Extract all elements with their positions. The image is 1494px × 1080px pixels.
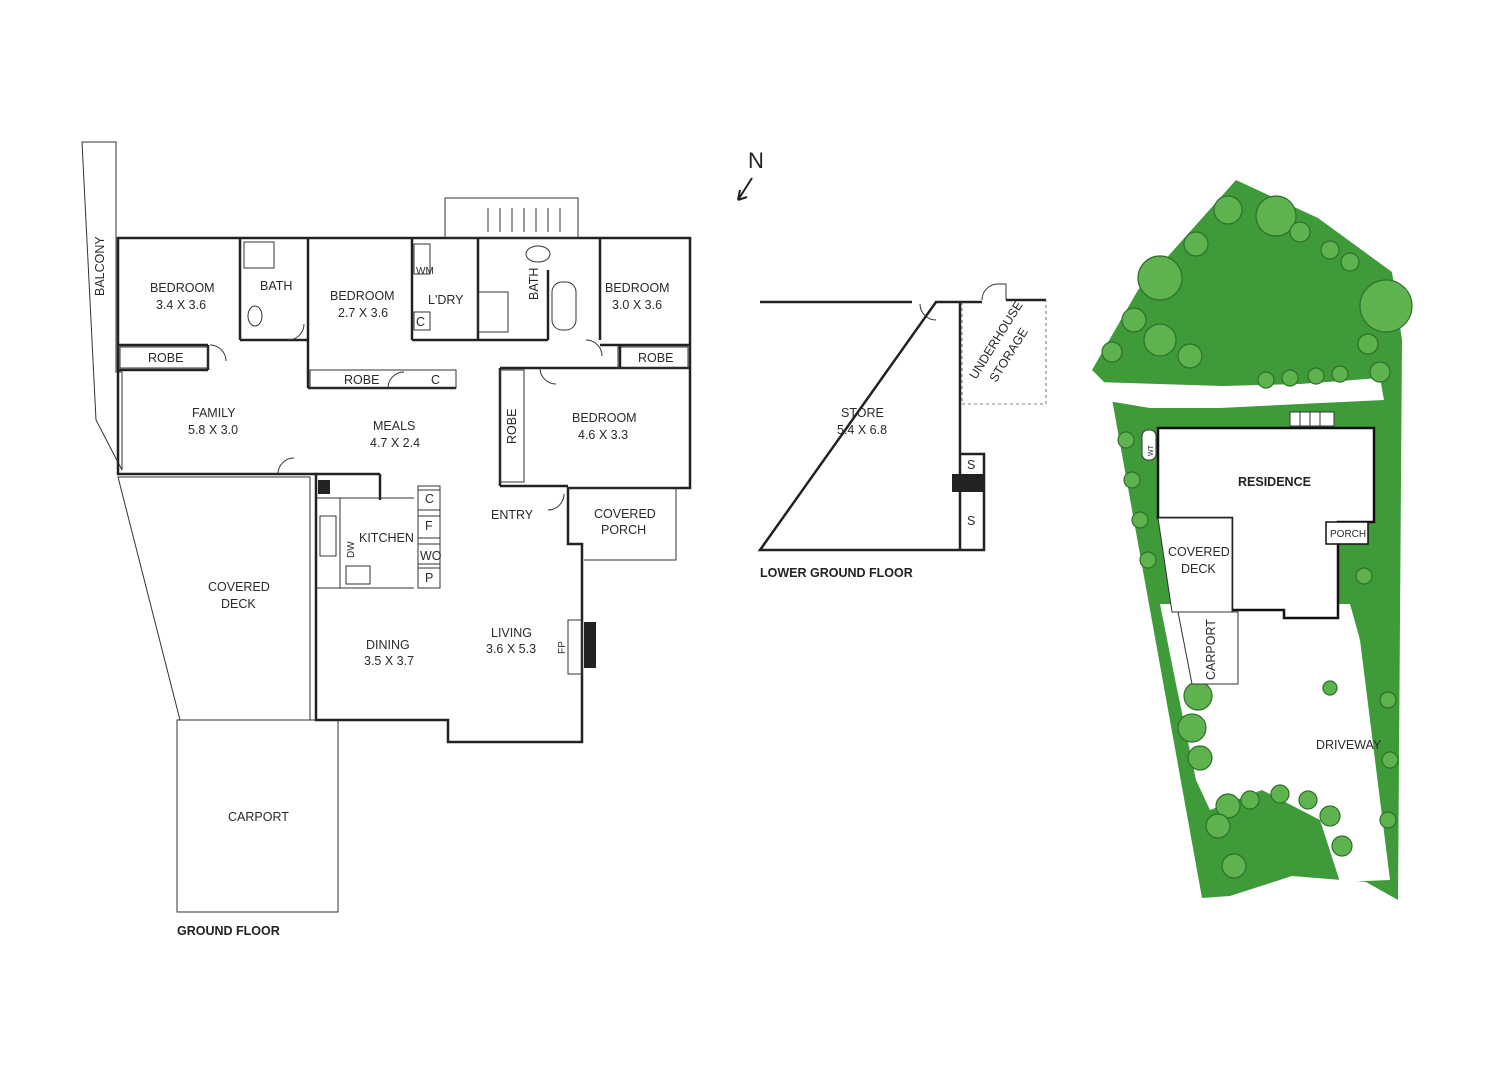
residence-label: RESIDENCE xyxy=(1238,475,1311,489)
ground-floor-caption: GROUND FLOOR xyxy=(177,924,280,938)
lower-ground-floor-plan xyxy=(757,283,1047,552)
site-carport-label: CARPORT xyxy=(1204,619,1218,680)
site-covered-deck-line1: COVERED xyxy=(1168,545,1230,559)
bedroom-2-dims: 2.7 X 3.6 xyxy=(338,306,388,320)
ground-floor-plan xyxy=(81,141,937,913)
covered-deck-line2: DECK xyxy=(221,597,256,611)
north-label: N xyxy=(748,148,764,173)
robe-2-label: ROBE xyxy=(344,373,379,387)
dining-dims: 3.5 X 3.7 xyxy=(364,654,414,668)
balcony-label: BALCONY xyxy=(93,236,107,296)
meals-name: MEALS xyxy=(373,419,415,433)
robe-4-label: ROBE xyxy=(505,409,519,444)
bath-1-label: BATH xyxy=(260,279,292,293)
bedroom-1-name: BEDROOM xyxy=(150,281,215,295)
bedroom-1-dims: 3.4 X 3.6 xyxy=(156,298,206,312)
carport-label: CARPORT xyxy=(228,810,289,824)
bedroom-4-dims: 4.6 X 3.3 xyxy=(578,428,628,442)
shelf-2-label: S xyxy=(967,514,975,528)
bath-2-label: BATH xyxy=(527,268,541,300)
meals-dims: 4.7 X 2.4 xyxy=(370,436,420,450)
store-name: STORE xyxy=(841,406,884,420)
fridge-label: F xyxy=(425,519,433,533)
water-tank-label: WT xyxy=(1148,444,1155,456)
bedroom-4-name: BEDROOM xyxy=(572,411,637,425)
store-dims: 5.4 X 6.8 xyxy=(837,423,887,437)
lower-ground-floor-caption: LOWER GROUND FLOOR xyxy=(760,566,913,580)
laundry-label: L'DRY xyxy=(428,293,464,307)
living-name: LIVING xyxy=(491,626,532,640)
covered-porch-line2: PORCH xyxy=(601,523,646,537)
hall-cupboard-label: C xyxy=(431,373,440,387)
living-dims: 3.6 X 5.3 xyxy=(486,642,536,656)
dishwasher-label: DW xyxy=(346,541,357,558)
north-arrow-icon: N xyxy=(737,148,764,201)
fireplace-label: FP xyxy=(557,641,568,654)
bedroom-3-name: BEDROOM xyxy=(605,281,670,295)
entry-label: ENTRY xyxy=(491,508,534,522)
shelf-1-label: S xyxy=(967,458,975,472)
wm-label: WM xyxy=(416,266,434,277)
family-name: FAMILY xyxy=(192,406,236,420)
driveway-label: DRIVEWAY xyxy=(1316,738,1382,752)
family-dims: 5.8 X 3.0 xyxy=(188,423,238,437)
robe-1-label: ROBE xyxy=(148,351,183,365)
kitchen-label: KITCHEN xyxy=(359,531,414,545)
pantry-label: P xyxy=(425,571,433,585)
laundry-cupboard-label: C xyxy=(416,315,425,329)
kitchen-cupboard-label: C xyxy=(425,492,434,506)
dining-name: DINING xyxy=(366,638,410,652)
bedroom-3-dims: 3.0 X 3.6 xyxy=(612,298,662,312)
bedroom-2-name: BEDROOM xyxy=(330,289,395,303)
site-plan xyxy=(1092,180,1413,900)
site-porch-label: PORCH xyxy=(1330,529,1366,540)
covered-deck-line1: COVERED xyxy=(208,580,270,594)
robe-3-label: ROBE xyxy=(638,351,673,365)
site-covered-deck-line2: DECK xyxy=(1181,562,1216,576)
wall-oven-label: WO xyxy=(420,549,442,563)
covered-porch-line1: COVERED xyxy=(594,507,656,521)
